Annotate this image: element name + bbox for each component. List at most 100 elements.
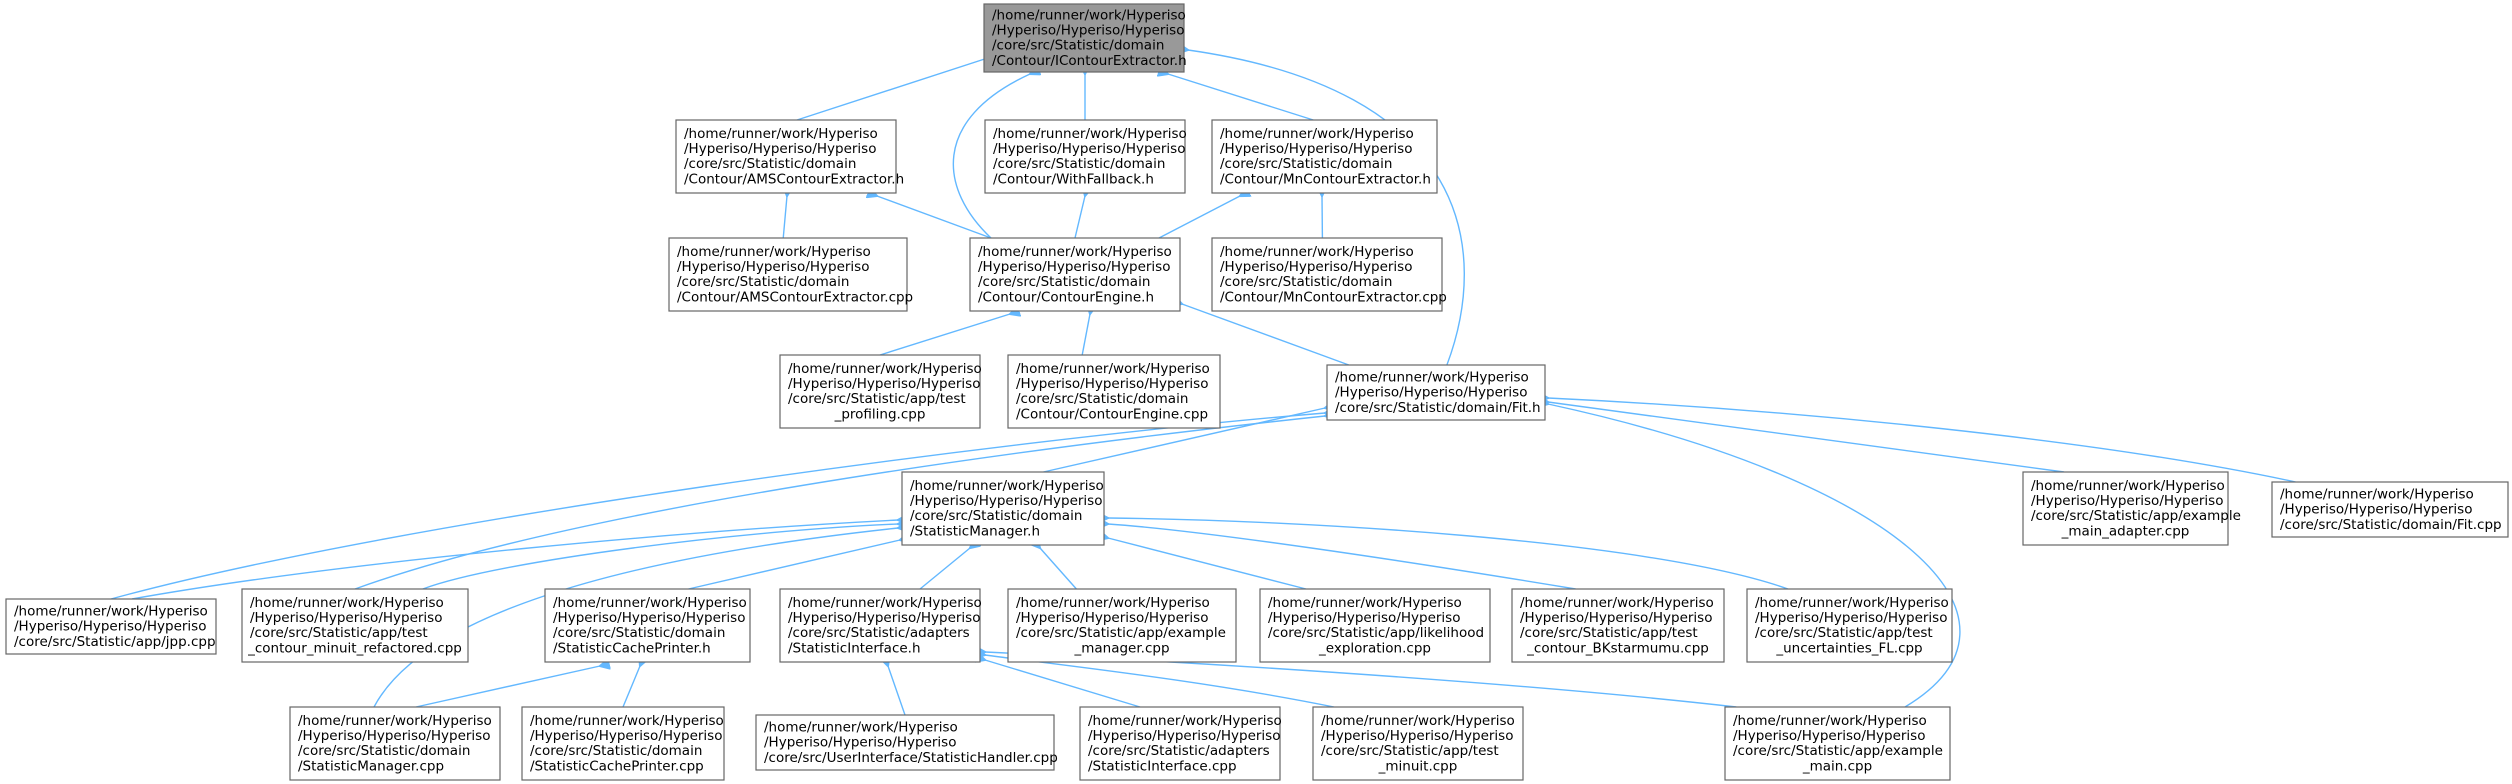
include-edge bbox=[110, 413, 1325, 600]
file-node-path-line: /home/runner/work/Hyperiso bbox=[1088, 713, 1282, 729]
file-node-path-line: /home/runner/work/Hyperiso bbox=[1220, 244, 1414, 260]
file-node-fit-cpp[interactable]: /home/runner/work/Hyperiso/Hyperiso/Hype… bbox=[2271, 481, 2509, 538]
file-node-example-manager[interactable]: /home/runner/work/Hyperiso/Hyperiso/Hype… bbox=[1007, 588, 1237, 663]
file-node-path-line: /Hyperiso/Hyperiso/Hyperiso bbox=[1016, 376, 1208, 392]
file-node-path-line: /home/runner/work/Hyperiso bbox=[978, 244, 1172, 260]
file-node-engine-h[interactable]: /home/runner/work/Hyperiso/Hyperiso/Hype… bbox=[969, 237, 1181, 312]
include-edge-path bbox=[354, 416, 1325, 590]
file-node-path-line: _main.cpp bbox=[1802, 758, 1872, 774]
file-node-bkstarmumu[interactable]: /home/runner/work/Hyperiso/Hyperiso/Hype… bbox=[1511, 588, 1725, 663]
file-node-ams-h[interactable]: /home/runner/work/Hyperiso/Hyperiso/Hype… bbox=[675, 119, 904, 194]
include-edge-path bbox=[1168, 74, 1314, 121]
file-node-path-line: /home/runner/work/Hyperiso bbox=[1321, 713, 1515, 729]
include-edge-path bbox=[1108, 538, 1307, 590]
file-node-path-line: /Contour/AMSContourExtractor.cpp bbox=[677, 289, 913, 305]
file-node-path-line: /Contour/MnContourExtractor.h bbox=[1220, 171, 1431, 187]
include-edge-path bbox=[1182, 304, 1350, 366]
file-node-box bbox=[969, 237, 1181, 312]
file-node-cacheprinter-h[interactable]: /home/runner/work/Hyperiso/Hyperiso/Hype… bbox=[544, 588, 751, 663]
include-edge bbox=[415, 666, 600, 708]
file-node-withfallback[interactable]: /home/runner/work/Hyperiso/Hyperiso/Hype… bbox=[984, 119, 1187, 194]
file-node-path-line: /home/runner/work/Hyperiso bbox=[1335, 369, 1529, 385]
file-node-test-minuit[interactable]: /home/runner/work/Hyperiso/Hyperiso/Hype… bbox=[1312, 706, 1524, 781]
include-edge-path bbox=[622, 666, 640, 708]
file-node-jpp[interactable]: /home/runner/work/Hyperiso/Hyperiso/Hype… bbox=[5, 598, 217, 655]
include-edge bbox=[877, 196, 992, 239]
file-node-likelihood[interactable]: /home/runner/work/Hyperiso/Hyperiso/Hype… bbox=[1259, 588, 1491, 663]
include-edge bbox=[1168, 74, 1314, 121]
include-edge-path bbox=[422, 524, 898, 590]
include-edge bbox=[622, 666, 640, 708]
file-node-path-line: /StatisticManager.cpp bbox=[298, 758, 444, 774]
file-node-box bbox=[241, 588, 469, 663]
include-edge bbox=[373, 528, 898, 708]
file-node-ams-cpp[interactable]: /home/runner/work/Hyperiso/Hyperiso/Hype… bbox=[668, 237, 913, 312]
file-node-box bbox=[779, 588, 981, 663]
file-node-handler[interactable]: /home/runner/work/Hyperiso/Hyperiso/Hype… bbox=[755, 714, 1058, 771]
file-node-path-line: /Hyperiso/Hyperiso/Hyperiso bbox=[14, 619, 206, 635]
file-node-path-line: /home/runner/work/Hyperiso bbox=[788, 361, 982, 377]
include-edge bbox=[1548, 398, 2296, 483]
file-node-box bbox=[544, 588, 751, 663]
file-node-path-line: /home/runner/work/Hyperiso bbox=[2280, 486, 2474, 502]
file-node-icontour[interactable]: /home/runner/work/Hyperiso/Hyperiso/Hype… bbox=[983, 3, 1187, 73]
include-edge bbox=[879, 314, 1010, 356]
file-node-cacheprinter-cpp[interactable]: /home/runner/work/Hyperiso/Hyperiso/Hype… bbox=[521, 706, 725, 781]
file-node-path-line: /Hyperiso/Hyperiso/Hyperiso bbox=[2031, 493, 2223, 509]
file-node-path-line: /Contour/ContourEngine.cpp bbox=[1016, 406, 1208, 422]
file-node-path-line: /core/src/Statistic/app/jpp.cpp bbox=[14, 634, 216, 650]
include-edge-path bbox=[110, 413, 1325, 600]
include-edge-path bbox=[919, 548, 970, 590]
include-edge bbox=[888, 666, 906, 716]
file-node-path-line: /home/runner/work/Hyperiso bbox=[677, 244, 871, 260]
file-node-mn-cpp[interactable]: /home/runner/work/Hyperiso/Hyperiso/Hype… bbox=[1211, 237, 1447, 312]
file-node-box bbox=[1007, 354, 1221, 429]
file-node-box bbox=[1259, 588, 1491, 663]
file-node-path-line: /Contour/AMSContourExtractor.h bbox=[684, 171, 904, 187]
file-node-box bbox=[1746, 588, 1953, 663]
file-node-fit-h[interactable]: /home/runner/work/Hyperiso/Hyperiso/Hype… bbox=[1326, 364, 1546, 421]
file-node-path-line: /Hyperiso/Hyperiso/Hyperiso bbox=[788, 610, 980, 626]
include-edge-path bbox=[688, 540, 901, 590]
file-node-uncertainties[interactable]: /home/runner/work/Hyperiso/Hyperiso/Hype… bbox=[1746, 588, 1953, 663]
file-node-path-line: /Hyperiso/Hyperiso/Hyperiso bbox=[788, 376, 980, 392]
include-edge bbox=[1081, 314, 1090, 356]
file-node-example-main[interactable]: /home/runner/work/Hyperiso/Hyperiso/Hype… bbox=[1724, 706, 1951, 781]
file-node-path-line: /home/runner/work/Hyperiso bbox=[1755, 595, 1949, 611]
include-edge-path bbox=[888, 666, 906, 716]
include-edge bbox=[1040, 548, 1077, 590]
file-node-path-line: /home/runner/work/Hyperiso bbox=[993, 126, 1187, 142]
file-node-box bbox=[1312, 706, 1524, 781]
file-node-interface-h[interactable]: /home/runner/work/Hyperiso/Hyperiso/Hype… bbox=[779, 588, 982, 663]
file-node-path-line: /Contour/ContourEngine.h bbox=[978, 289, 1154, 305]
file-node-path-line: /core/src/Statistic/domain bbox=[530, 743, 702, 759]
file-node-box bbox=[983, 3, 1185, 73]
file-node-example-main-adapter[interactable]: /home/runner/work/Hyperiso/Hyperiso/Hype… bbox=[2022, 471, 2241, 546]
file-node-box bbox=[901, 471, 1105, 546]
file-node-path-line: /home/runner/work/Hyperiso bbox=[250, 595, 444, 611]
file-node-path-line: /Hyperiso/Hyperiso/Hyperiso bbox=[764, 735, 956, 751]
file-node-path-line: /core/src/Statistic/app/test bbox=[250, 625, 428, 641]
include-edge-path bbox=[415, 666, 600, 708]
file-node-path-line: /core/src/Statistic/domain/Fit.h bbox=[1335, 400, 1541, 416]
file-node-path-line: /core/src/Statistic/app/example bbox=[2031, 508, 2241, 524]
file-node-path-line: /core/src/Statistic/domain bbox=[978, 274, 1150, 290]
file-node-box bbox=[521, 706, 725, 781]
file-node-path-line: /Hyperiso/Hyperiso/Hyperiso bbox=[2280, 502, 2472, 518]
file-node-path-line: /core/src/Statistic/domain bbox=[992, 38, 1164, 54]
file-node-path-line: /core/src/Statistic/app/test bbox=[788, 391, 966, 407]
file-node-box bbox=[675, 119, 897, 194]
file-node-path-line: /Contour/MnContourExtractor.cpp bbox=[1220, 289, 1447, 305]
file-node-manager-cpp[interactable]: /home/runner/work/Hyperiso/Hyperiso/Hype… bbox=[289, 706, 501, 781]
file-node-box bbox=[1007, 588, 1237, 663]
file-node-engine-cpp[interactable]: /home/runner/work/Hyperiso/Hyperiso/Hype… bbox=[1007, 354, 1221, 429]
file-node-path-line: /core/src/Statistic/domain bbox=[684, 156, 856, 172]
dependency-edges bbox=[110, 50, 2296, 716]
include-edge bbox=[952, 74, 1030, 239]
file-node-minuit-refactored[interactable]: /home/runner/work/Hyperiso/Hyperiso/Hype… bbox=[241, 588, 469, 663]
file-node-profiling[interactable]: /home/runner/work/Hyperiso/Hyperiso/Hype… bbox=[779, 354, 982, 429]
file-node-manager-h[interactable]: /home/runner/work/Hyperiso/Hyperiso/Hype… bbox=[901, 471, 1105, 546]
include-edge bbox=[1548, 402, 2065, 473]
file-node-interface-cpp[interactable]: /home/runner/work/Hyperiso/Hyperiso/Hype… bbox=[1079, 706, 1282, 781]
file-node-mn-h[interactable]: /home/runner/work/Hyperiso/Hyperiso/Hype… bbox=[1211, 119, 1438, 194]
